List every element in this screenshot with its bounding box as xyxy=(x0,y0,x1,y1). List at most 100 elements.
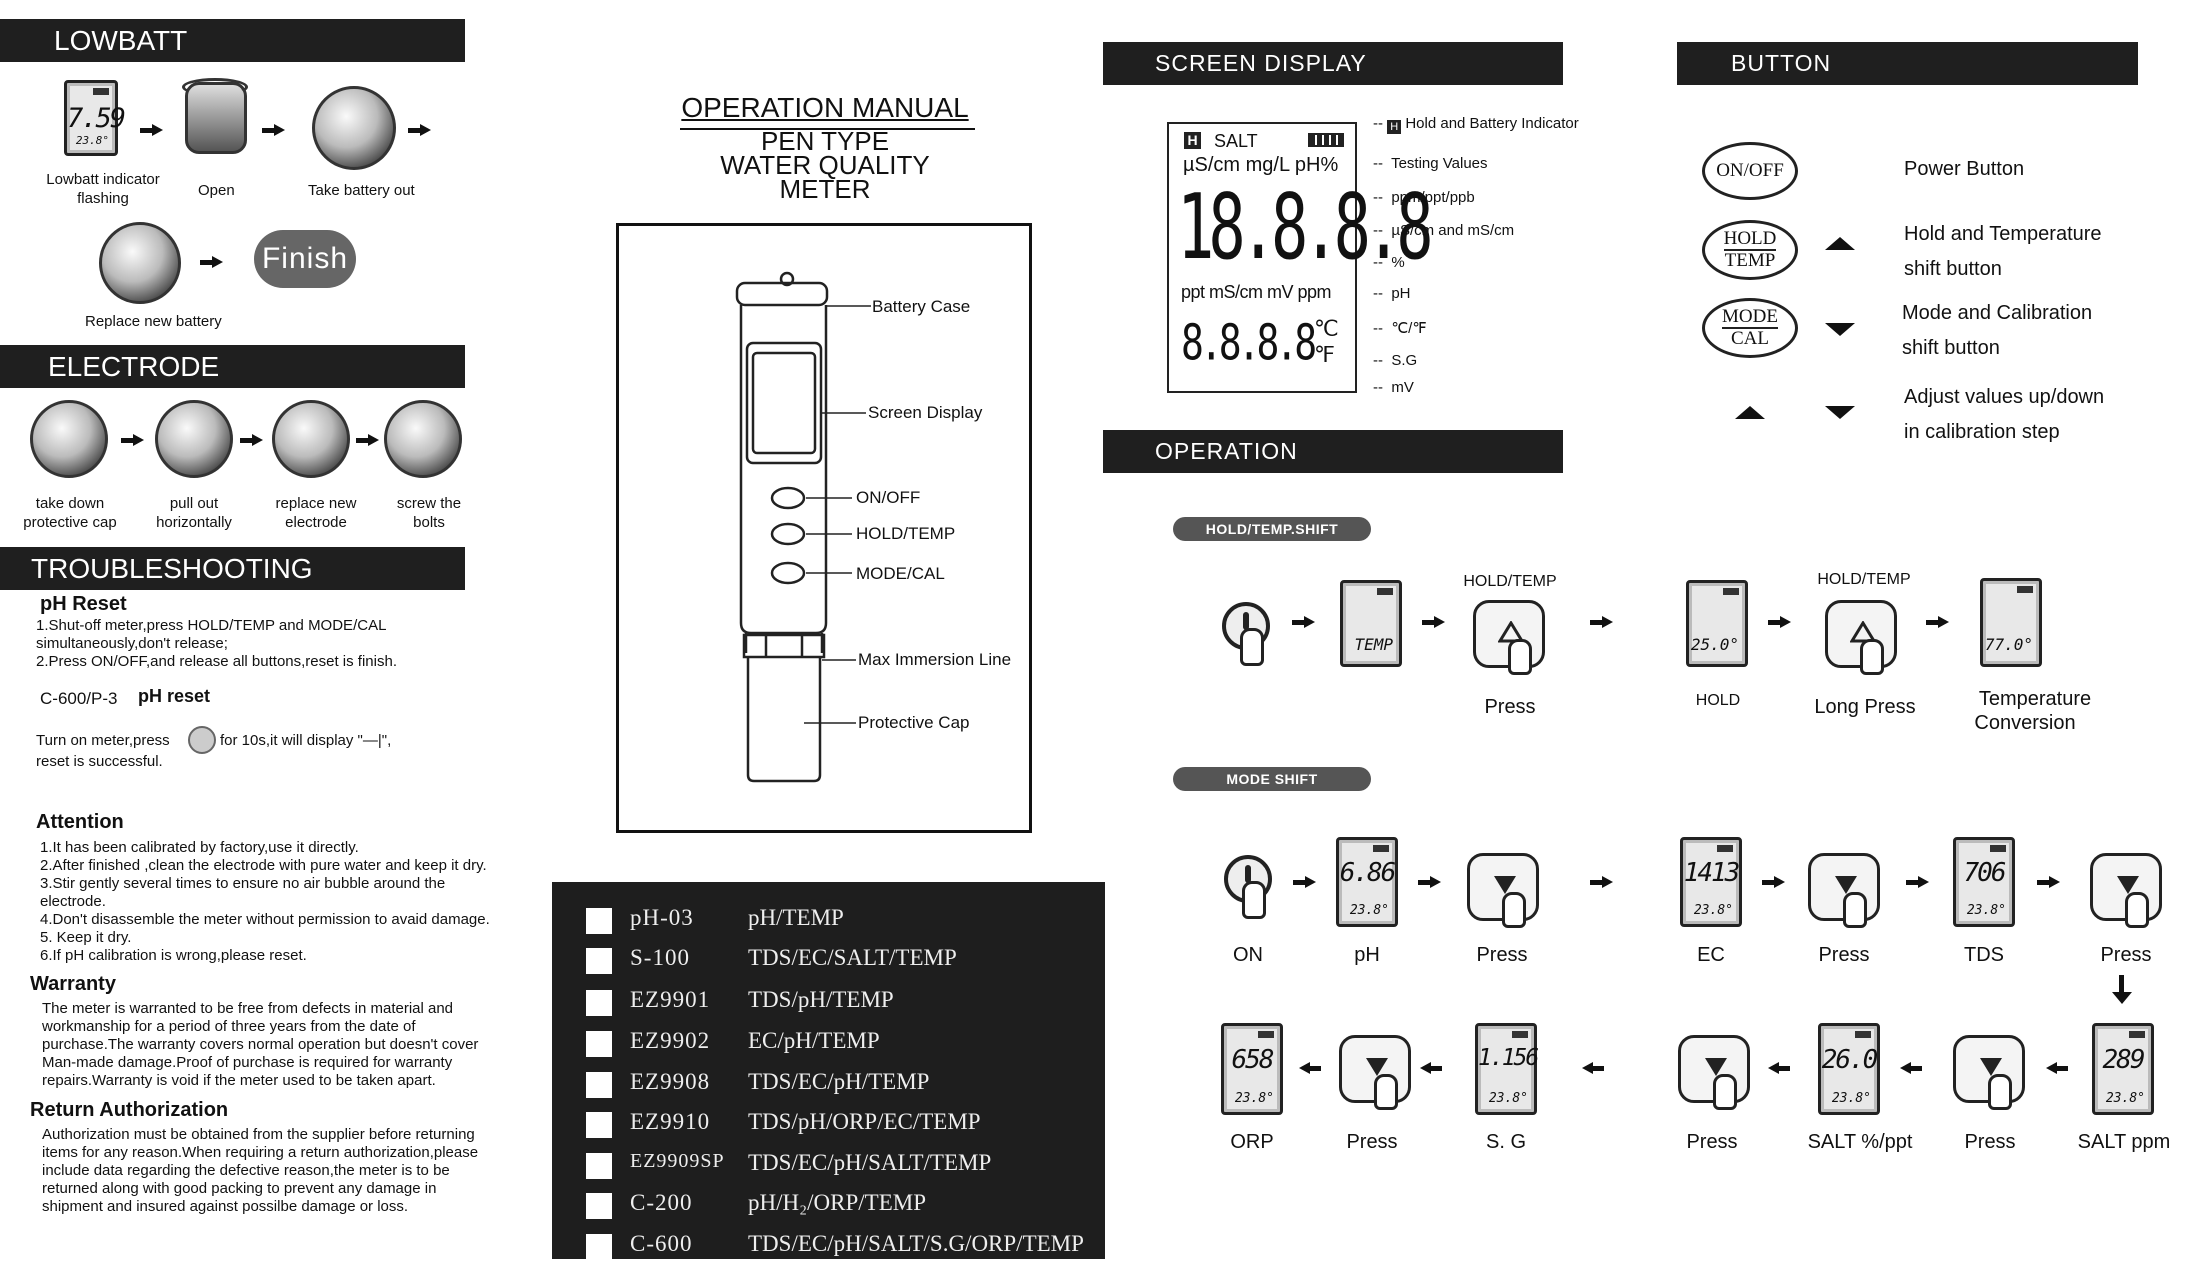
onoff-button[interactable]: ON/OFF xyxy=(1702,142,1798,200)
meter-diagram-frame xyxy=(616,223,1032,833)
arrow-right-icon xyxy=(408,124,431,136)
triangle-down-icon[interactable] xyxy=(1825,406,1855,419)
attention-line-3: 3.Stir gently several times to ensure no… xyxy=(40,875,446,892)
model-checkbox[interactable] xyxy=(586,1031,612,1057)
attention-line-2: 2.After finished ,clean the electrode wi… xyxy=(40,857,487,874)
turn-on-text-b: for 10s,it will display "—|", xyxy=(220,732,392,749)
temp-conversion-1: Temperature xyxy=(1978,688,2092,710)
model-code: EZ9910 xyxy=(630,1109,711,1134)
mode-row2-label-orp: ORP xyxy=(1230,1131,1274,1153)
arrow-right-icon xyxy=(1768,616,1791,628)
salt-label: SALT xyxy=(1214,131,1258,151)
triangle-up-icon[interactable] xyxy=(1735,406,1765,419)
manual-title: OPERATION MANUAL xyxy=(681,92,969,123)
electrode-header: ELECTRODE xyxy=(0,345,465,388)
arrow-left-icon xyxy=(2046,1062,2068,1074)
electrode-cap-image xyxy=(30,400,108,478)
warranty-title: Warranty xyxy=(30,973,116,995)
ph-reset-line-3: 2.Press ON/OFF,and release all buttons,r… xyxy=(36,653,397,670)
mode-row1-label-press-1: Press xyxy=(1476,944,1528,966)
ph-reset-line-2: simultaneously,don't release; xyxy=(36,635,228,652)
temp-conversion-2: Conversion xyxy=(1974,712,2076,734)
cal-label: CAL xyxy=(1731,328,1769,349)
mode-shift-pill: MODE SHIFT xyxy=(1173,767,1371,791)
power-icon xyxy=(188,726,216,754)
hold-btn-label-2: HOLD/TEMP xyxy=(1817,571,1911,588)
hold-screen-1: TEMP xyxy=(1340,580,1402,667)
model-checkbox[interactable] xyxy=(586,1072,612,1098)
mode-row1-label-tds: TDS xyxy=(1964,944,2004,966)
electrode-step-4: screw the bolts xyxy=(396,495,462,531)
hold-screen-1-text: TEMP xyxy=(1354,635,1393,654)
ec-screen-temp: 23.8° xyxy=(1693,903,1733,918)
turn-on-text-a: Turn on meter,press xyxy=(36,732,170,749)
legend-ph: -- pH xyxy=(1373,285,1411,302)
model-checkbox[interactable] xyxy=(586,948,612,974)
salt-ppm-screen-temp: 23.8° xyxy=(2105,1091,2145,1106)
manual-sub-3: METER xyxy=(779,174,871,204)
mode-row2-label-sg: S. G xyxy=(1485,1131,1526,1153)
arrow-right-icon xyxy=(240,434,263,446)
lowbatt-screen-temp: 23.8° xyxy=(75,134,109,147)
new-battery-image xyxy=(99,222,181,304)
arrow-right-icon xyxy=(1926,616,1949,628)
arrow-right-icon xyxy=(1906,876,1929,888)
model-checkbox[interactable] xyxy=(586,1112,612,1138)
hold-screen-2-text: 25.0° xyxy=(1690,635,1739,654)
mode-press-icon xyxy=(1678,1035,1750,1110)
legend-testing-values: -- Testing Values xyxy=(1373,155,1488,172)
arrow-right-icon xyxy=(1293,876,1316,888)
screen-display-header: SCREEN DISPLAY xyxy=(1103,42,1563,85)
warranty-line-3: purchase.The warranty covers normal oper… xyxy=(42,1036,479,1053)
salt-ppm-screen-value: 289 xyxy=(2102,1044,2146,1075)
mode-press-icon xyxy=(1467,853,1539,928)
model-features: TDS/pH/ORP/EC/TEMP xyxy=(748,1109,981,1134)
part-modecal: MODE/CAL xyxy=(856,564,945,583)
model-code: C-600 xyxy=(630,1231,693,1256)
model-row: EZ9910 TDS/pH/ORP/EC/TEMP xyxy=(552,1103,1105,1143)
model-features: TDS/EC/pH/SALT/TEMP xyxy=(748,1150,992,1175)
hold-press-icon xyxy=(1473,600,1545,675)
sg-screen-temp: 23.8° xyxy=(1488,1091,1528,1106)
model-checkbox[interactable] xyxy=(586,1193,612,1219)
model-checkbox[interactable] xyxy=(586,990,612,1016)
return-line-5: shipment and insured against possilbe da… xyxy=(42,1198,409,1215)
hold-desc-1: Hold and Temperature xyxy=(1904,223,2102,245)
model-checkbox[interactable] xyxy=(586,1153,612,1179)
model-checkbox[interactable] xyxy=(586,908,612,934)
hold-screen-3: 77.0° xyxy=(1980,578,2042,667)
legend-temp-unit: -- ℃/℉ xyxy=(1373,320,1427,337)
arrow-left-icon xyxy=(1299,1062,1321,1074)
attention-line-6: 5. Keep it dry. xyxy=(40,929,132,946)
part-screen-display: Screen Display xyxy=(868,403,983,422)
model-checkbox[interactable] xyxy=(586,1234,612,1260)
warranty-line-2: workmanship for a period of three years … xyxy=(42,1018,416,1035)
warranty-line-5: repairs.Warranty is void if the meter us… xyxy=(42,1072,436,1089)
manual-title-rule xyxy=(680,128,975,130)
attention-line-4: electrode. xyxy=(40,893,106,910)
arrow-right-icon xyxy=(1292,616,1315,628)
arrow-right-icon xyxy=(121,434,144,446)
warranty-line-1: The meter is warranted to be free from d… xyxy=(42,1000,454,1017)
salt-ppm-screen: 289 23.8° xyxy=(2092,1023,2154,1115)
part-onoff: ON/OFF xyxy=(856,488,921,507)
arrow-right-icon xyxy=(2037,876,2060,888)
return-title: Return Authorization xyxy=(30,1099,229,1121)
arrow-left-icon xyxy=(1900,1062,1922,1074)
rotate-arrows-icon xyxy=(182,78,248,96)
model-code: EZ9902 xyxy=(630,1028,711,1053)
arrow-down-icon xyxy=(2119,975,2124,993)
long-press-icon xyxy=(1825,600,1897,675)
units-top: µS/cm mg/L pH% xyxy=(1183,154,1339,176)
ph-reset-title: pH Reset xyxy=(40,593,127,615)
arrow-left-icon xyxy=(1768,1062,1790,1074)
salt-percent-screen-value: 26.0 xyxy=(1821,1044,1879,1075)
